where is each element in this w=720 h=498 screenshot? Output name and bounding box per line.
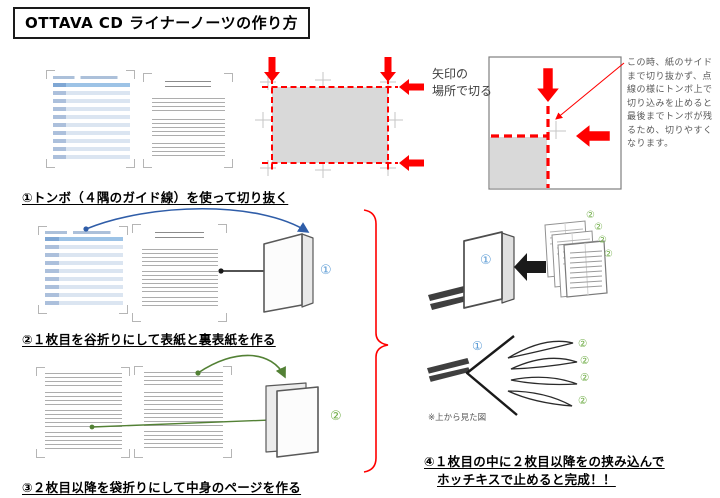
trim-mark-icon: [255, 72, 403, 178]
corner-detail-box: [488, 56, 625, 190]
thumb-track-leftcol: [53, 82, 67, 162]
crop-mark-icon: [38, 226, 47, 235]
cut-diagram: [255, 57, 424, 178]
grouping-brace: [363, 209, 389, 473]
crop-mark-icon: [143, 73, 152, 82]
thumb-paragraph: [45, 373, 122, 388]
thumb-header-line: [53, 75, 130, 79]
thumbnail-tracklist-page: [38, 226, 128, 314]
crop-mark-icon: [121, 449, 130, 458]
crop-mark-icon: [218, 313, 227, 322]
callout-pointer-line: [555, 62, 625, 120]
thumb-paragraph: [45, 392, 122, 406]
cut-arrow-icon: [264, 57, 424, 171]
folded-cover-card: [263, 233, 314, 313]
thumbnail-tracklist-page: [46, 70, 135, 168]
trim-mark-icon: [548, 121, 566, 139]
crop-mark-icon: [119, 226, 128, 235]
thumb-paragraph: [45, 431, 122, 449]
inner-number-label: ②: [586, 210, 595, 221]
cover-number-label: ①: [480, 253, 492, 268]
inner-number-label: ②: [580, 372, 590, 384]
step4-caption-line1: ④１枚目の中に２枚目以降をの挟み込んで: [424, 454, 665, 469]
crop-mark-icon: [223, 449, 232, 458]
folded-inner-card: [265, 382, 319, 458]
stapled-booklet: [463, 231, 515, 309]
thumbnail-inner-text-page: [36, 367, 130, 458]
insert-arrow-icon: [514, 253, 546, 281]
thumbnail-text-page: [143, 73, 233, 168]
thumb-paragraph: [143, 372, 224, 388]
crop-mark-icon: [132, 224, 141, 233]
inner-number-label: ②: [594, 222, 603, 233]
inner-number-label: ②: [578, 338, 588, 350]
crop-mark-icon: [224, 73, 233, 82]
crop-mark-icon: [224, 159, 233, 168]
step4-caption-line2: ホッチキスで止めると完成！！: [437, 472, 616, 488]
thumb-paragraph: [152, 97, 225, 114]
crop-mark-icon: [134, 449, 143, 458]
crop-mark-icon: [126, 70, 135, 79]
crop-mark-icon: [218, 224, 227, 233]
inner-pages-top-view: [507, 340, 578, 407]
inner-number-label: ②: [330, 409, 342, 424]
crop-mark-icon: [132, 313, 141, 322]
thumbnail-inner-text-page: [134, 366, 232, 458]
stapler-icon: [428, 284, 475, 310]
step4-caption: ④１枚目の中に２枚目以降をの挟み込んで ホッチキスで止めると完成！！: [424, 453, 665, 489]
thumb-paragraph: [45, 409, 122, 428]
cover-number-label: ①: [320, 263, 332, 278]
crop-mark-icon: [36, 367, 45, 376]
thumb-title-lines: [154, 231, 205, 241]
crop-mark-icon: [46, 159, 55, 168]
thumb-title-lines: [164, 80, 212, 90]
crop-mark-icon: [126, 159, 135, 168]
thumb-paragraph: [143, 391, 224, 405]
cut-here-note-line1: 矢印の: [432, 67, 469, 81]
cut-line: [491, 106, 550, 188]
step1-caption: ①トンボ（４隅のガイド線）を使って切り抜く: [22, 190, 289, 205]
inner-number-label: ②: [580, 355, 590, 367]
crop-mark-icon: [121, 367, 130, 376]
corner-detail-note: この時、紙のサイドまで切り抜かず、点線の様にトンボ上で切り込みを止めると最後まで…: [627, 58, 713, 149]
thumb-track-table: [45, 237, 123, 308]
step3-caption: ③２枚目以降を袋折りにして中身のページを作る: [22, 480, 302, 495]
top-view-note: ※上から見た図: [428, 413, 487, 423]
crop-mark-icon: [134, 366, 143, 375]
inner-number-label: ②: [604, 249, 613, 260]
inner-number-label: ②: [598, 235, 607, 246]
thumb-paragraph: [143, 409, 224, 427]
cut-here-note: 矢印の 場所で切る: [432, 66, 492, 101]
step2-caption: ②１枚目を谷折りにして表紙と裏表紙を作る: [22, 332, 276, 347]
crop-mark-icon: [223, 366, 232, 375]
cover-number-label: ①: [472, 339, 483, 353]
cut-arrow-icon: [537, 68, 610, 147]
thumb-paragraph: [141, 271, 219, 292]
cut-line: [262, 78, 398, 172]
page-title: OTTAVA CD ライナーノーツの作り方: [13, 7, 311, 39]
stapler-icon: [427, 358, 471, 382]
crop-mark-icon: [36, 449, 45, 458]
crop-mark-icon: [46, 70, 55, 79]
cut-here-note-line2: 場所で切る: [432, 84, 493, 99]
crop-mark-icon: [119, 305, 128, 314]
thumbnail-text-page: [132, 224, 227, 322]
crop-mark-icon: [38, 305, 47, 314]
thumb-header-line: [45, 231, 123, 235]
crop-mark-icon: [143, 159, 152, 168]
thumb-paragraph: [152, 143, 225, 156]
thumb-paragraph: [141, 249, 219, 267]
thumb-paragraph: [141, 296, 219, 310]
thumb-track-table: [53, 82, 130, 162]
inner-number-label: ②: [578, 395, 588, 407]
thumb-paragraph: [152, 118, 225, 139]
thumb-track-leftcol: [45, 237, 59, 308]
thumb-paragraph: [143, 431, 224, 449]
